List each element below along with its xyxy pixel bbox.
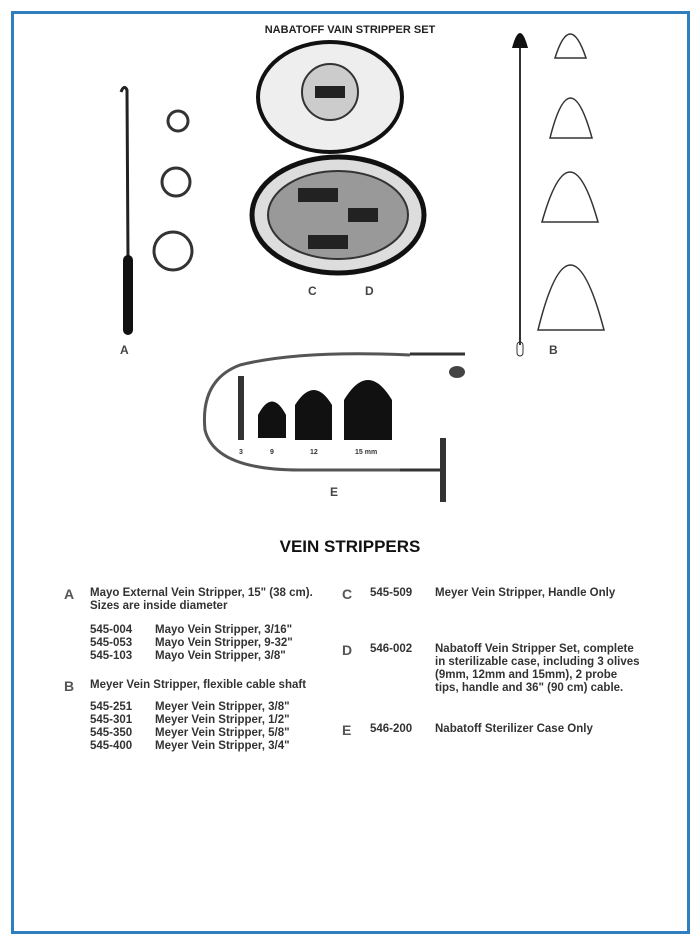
olive-size-label: 9: [270, 449, 274, 456]
product-code: 545-103: [90, 650, 133, 662]
item-letter-b: B: [64, 678, 75, 694]
product-desc: Meyer Vein Stripper, Handle Only: [435, 587, 616, 599]
olive-size-label: 3: [239, 449, 243, 456]
figure-title: NABATOFF VAIN STRIPPER SET: [264, 24, 436, 36]
mayo-stripper-drawing: [119, 85, 194, 335]
meyer-stripper-drawing: [512, 33, 605, 357]
item-letter-c: C: [342, 586, 353, 602]
illustrations: [119, 33, 605, 502]
product-desc: Meyer Vein Stripper, 1/2": [155, 714, 290, 726]
product-desc: Mayo Vein Stripper, 3/8": [155, 650, 286, 662]
product-code: 545-004: [90, 624, 133, 636]
product-code: 545-251: [90, 701, 133, 713]
page-border: [11, 11, 690, 934]
item-letter-a: A: [64, 586, 75, 602]
figure-label-d: D: [365, 284, 374, 298]
product-desc: Mayo Vein Stripper, 3/16": [155, 624, 293, 636]
product-desc: Meyer Vein Stripper, 5/8": [155, 727, 290, 739]
sterilizer-case-drawing: [249, 40, 427, 276]
product-desc: Nabatoff Sterilizer Case Only: [435, 723, 593, 735]
figure-label-a: A: [120, 343, 129, 357]
item-a-title: Mayo External Vein Stripper, 15" (38 cm)…: [90, 587, 313, 599]
product-code: 546-002: [370, 643, 413, 655]
product-desc: Meyer Vein Stripper, 3/4": [155, 740, 290, 752]
product-desc: Mayo Vein Stripper, 9-32": [155, 637, 293, 649]
item-b-title: Meyer Vein Stripper, flexible cable shaf…: [90, 679, 307, 691]
product-code: 546-200: [370, 723, 413, 735]
item-letter-e: E: [342, 722, 352, 738]
item-letter-d: D: [342, 642, 353, 658]
product-code: 545-350: [90, 727, 133, 739]
olive-size-label: 12: [310, 449, 318, 456]
figure-label-b: B: [549, 343, 558, 357]
item-a-note: Sizes are inside diameter: [90, 600, 228, 612]
olive-size-label: 15 mm: [355, 449, 378, 456]
product-desc: Nabatoff Vein Stripper Set, complete in …: [435, 643, 640, 694]
product-code: 545-509: [370, 587, 413, 599]
figure-label-e: E: [330, 485, 339, 499]
product-code: 545-301: [90, 714, 133, 726]
product-desc: Meyer Vein Stripper, 3/8": [155, 701, 290, 713]
product-code: 545-053: [90, 637, 133, 649]
section-heading: VEIN STRIPPERS: [279, 537, 421, 556]
product-code: 545-400: [90, 740, 133, 752]
figure-label-c: C: [308, 284, 317, 298]
nabatoff-cable-drawing: [202, 352, 465, 502]
